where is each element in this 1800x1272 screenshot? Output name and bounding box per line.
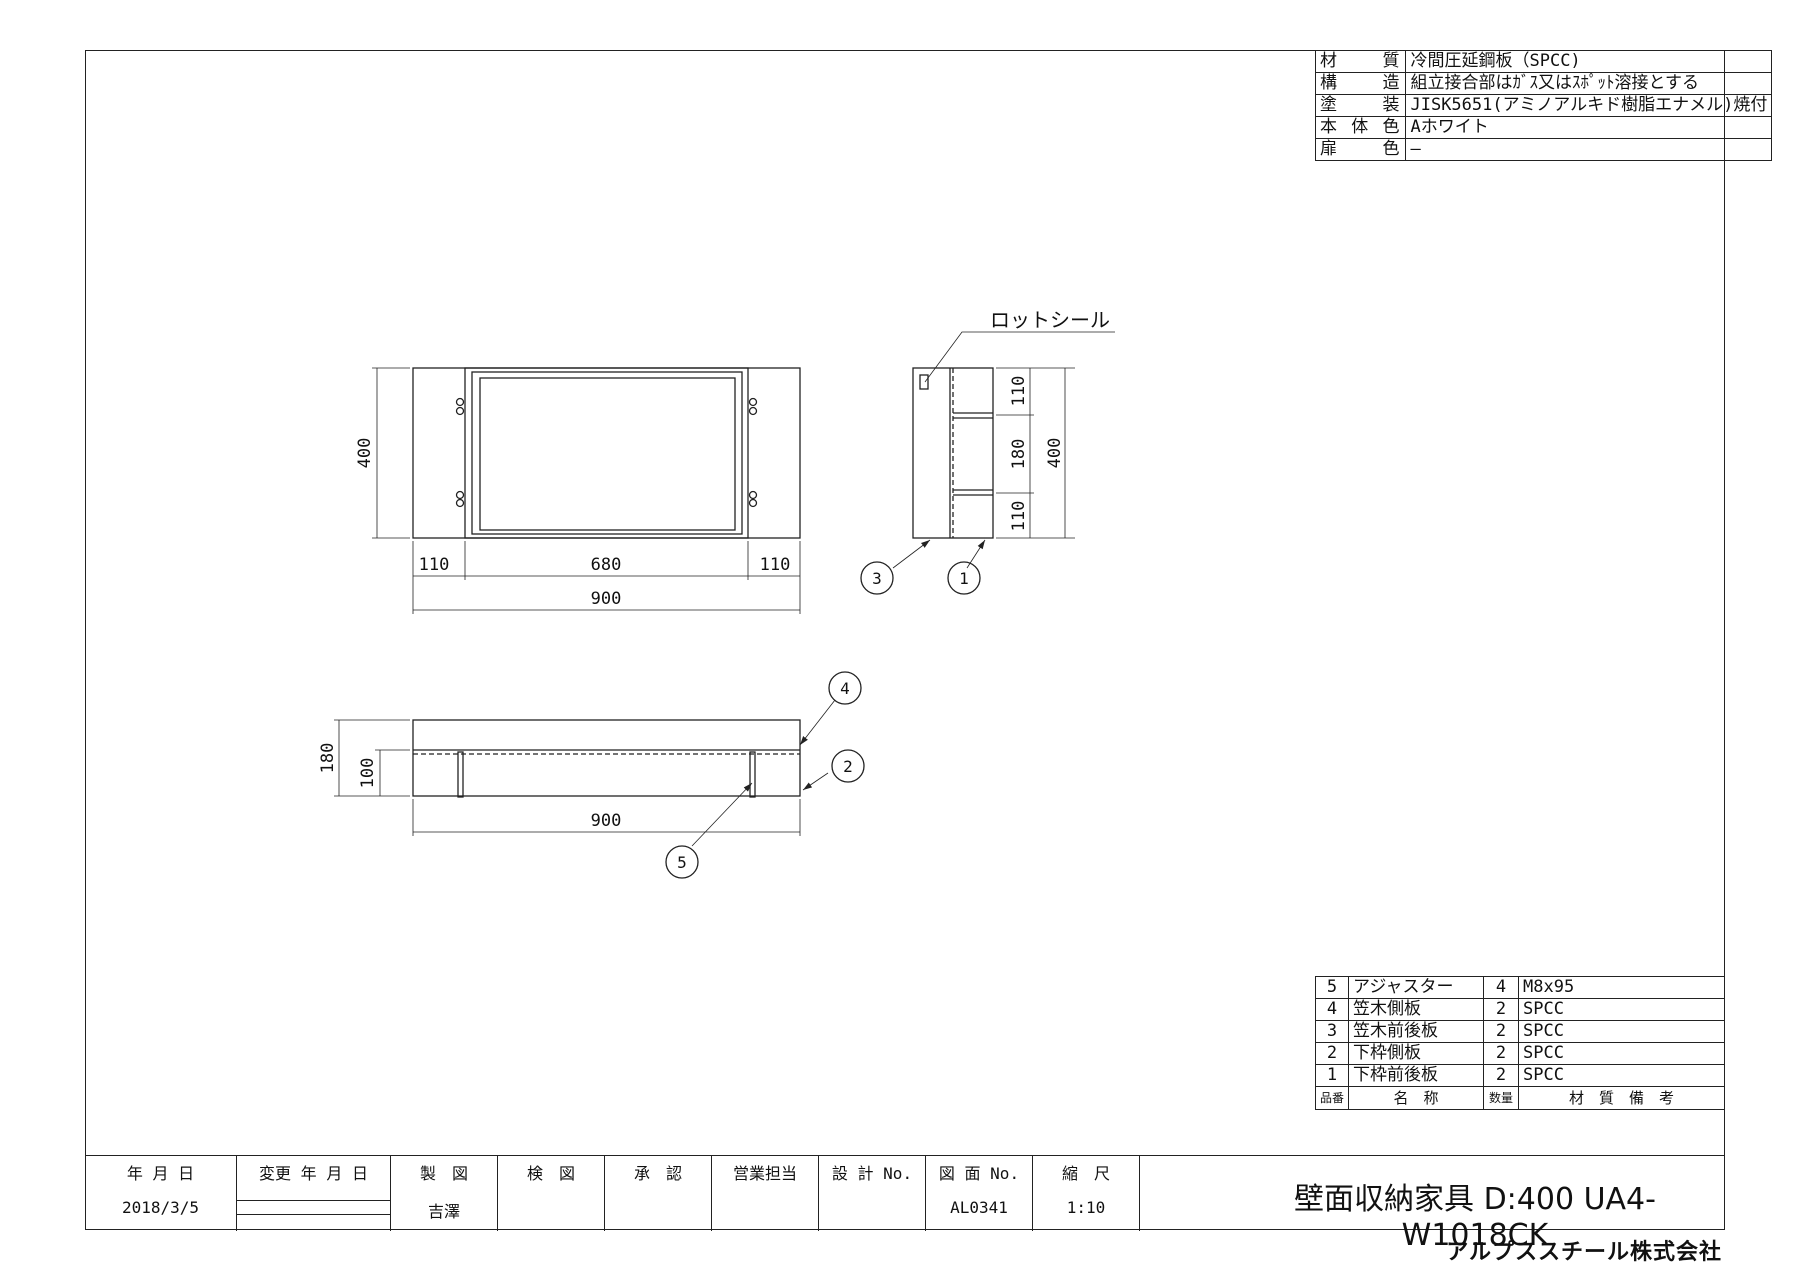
balloon-5	[665, 845, 699, 879]
dim-front-height: 400	[355, 438, 375, 469]
balloon-1-label: 1	[959, 569, 969, 588]
tb-design: 設 計 No.	[819, 1156, 926, 1231]
balloon-5-label: 5	[677, 853, 687, 872]
balloon-3-label: 3	[872, 569, 882, 588]
dim-bottom-inner-h: 100	[358, 758, 378, 789]
tb-drawn: 製 図 吉澤	[391, 1156, 498, 1231]
dim-side-top: 110	[1009, 376, 1029, 407]
dim-bottom-width: 900	[591, 811, 622, 831]
tb-scale: 縮 尺 1:10	[1033, 1156, 1140, 1231]
title-block: 年 月 日 2018/3/5 変更 年 月 日 製 図 吉澤 検 図 承 認 営…	[85, 1155, 1725, 1253]
spec-row: 構 造組立接合部はｶﾞｽ又はｽﾎﾟｯﾄ溶接とする	[1314, 72, 1773, 95]
spec-row: 扉 色–	[1314, 138, 1773, 161]
dim-bottom-total-h: 180	[318, 743, 338, 774]
tb-check: 検 図	[498, 1156, 605, 1231]
dim-front-left: 110	[419, 555, 450, 575]
balloon-3	[860, 561, 894, 595]
balloon-1	[947, 561, 981, 595]
spec-value: –	[1405, 138, 1773, 161]
spec-label: 構 造	[1314, 72, 1407, 95]
tb-dwg: 図 面 No. AL0341	[926, 1156, 1033, 1231]
dim-side-total: 400	[1045, 438, 1065, 469]
dim-front-center: 680	[591, 555, 622, 575]
balloon-4-label: 4	[840, 679, 850, 698]
spec-row: 材 質冷間圧延鋼板（SPCC)	[1314, 50, 1773, 73]
rot-seal-label: ロットシール	[990, 308, 1110, 332]
tb-sales: 営業担当	[712, 1156, 819, 1231]
tb-change: 変更 年 月 日	[237, 1156, 391, 1231]
bottom-view	[334, 699, 836, 847]
tb-date: 年 月 日 2018/3/5	[85, 1156, 237, 1231]
side-view	[892, 331, 1115, 569]
drawing-title: 壁面収納家具 D:400 UA4-W1018CK	[1294, 1182, 1656, 1253]
bolt-pairs	[455, 397, 758, 508]
balloon-2	[831, 749, 865, 783]
dim-front-total: 900	[591, 589, 622, 609]
spec-table: 材 質冷間圧延鋼板（SPCC) 構 造組立接合部はｶﾞｽ又はｽﾎﾟｯﾄ溶接とする…	[1314, 50, 1773, 161]
balloon-4	[828, 671, 862, 705]
spec-value: JISK5651(アミノアルキド樹脂エナメル)焼付	[1405, 94, 1773, 117]
brand-logo: アルプススチール株式会社	[1446, 1240, 1722, 1265]
spec-label: 塗 装	[1314, 94, 1407, 117]
dim-side-bottom: 110	[1009, 501, 1029, 532]
spec-label: 扉 色	[1314, 138, 1407, 161]
front-view	[372, 367, 801, 614]
dim-side-mid: 180	[1009, 439, 1029, 470]
balloon-2-label: 2	[843, 757, 853, 776]
dim-front-right: 110	[760, 555, 791, 575]
spec-value: 冷間圧延鋼板（SPCC)	[1405, 50, 1773, 73]
parts-header: 品番名 称数量材 質 備 考	[1314, 1086, 1725, 1110]
drawing-frame	[85, 50, 1725, 1230]
tb-approve: 承 認	[605, 1156, 712, 1231]
